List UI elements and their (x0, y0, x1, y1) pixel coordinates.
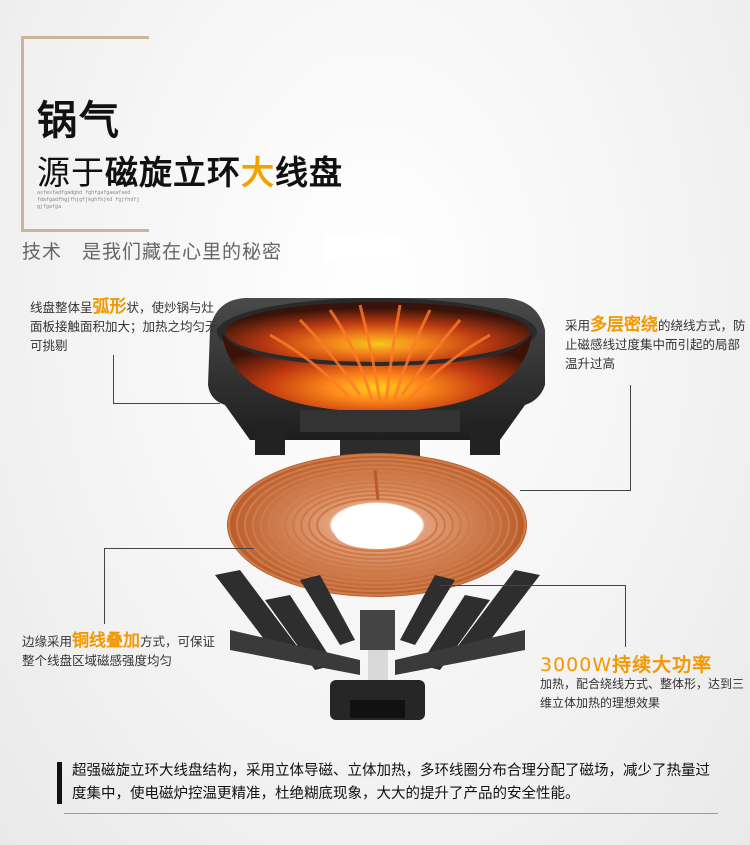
note-bl-post: 方式，可保证整个线盘区域磁感强度均匀 (22, 634, 216, 668)
note-bl-pre: 边缘采用 (22, 634, 73, 649)
connector-bottom-left-h (104, 548, 254, 549)
title-accent: 大 (241, 153, 275, 192)
note-arc-shape: 线盘整体呈弧形状，使炒锅与灶面板接触面积加大；加热之均匀无可挑剔 (30, 298, 220, 355)
connector-top-left-h (113, 403, 220, 404)
page-subtitle-heading: 源于磁旋立环大线盘 (37, 146, 343, 194)
note-bl-highlight: 铜线叠加 (72, 631, 141, 651)
note-tl-highlight: 弧形 (92, 297, 127, 317)
note-tl-pre: 线盘整体呈 (30, 300, 93, 315)
copper-coil (227, 453, 527, 597)
note-tr-post: 的绕线方式，防止磁感线过度集中而引起的局部温升过高 (565, 318, 746, 371)
connector-top-right-v (630, 385, 631, 490)
title-pre: 源于 (37, 153, 105, 192)
note-tl-post: 状，使炒锅与灶面板接触面积加大；加热之均匀无可挑剔 (30, 300, 218, 353)
power-number: 3000W (540, 654, 613, 676)
note-tr-highlight: 多层密绕 (590, 315, 659, 335)
footer-divider (64, 813, 718, 814)
power-label: 持续大功率 (612, 654, 713, 676)
subtitle-white-block (325, 234, 401, 262)
power-headline: 3000W持续大功率 (540, 650, 712, 677)
note-tr-pre: 采用 (565, 318, 591, 333)
note-3d-heating: 加热，配合绕线方式、整体形，达到三维立体加热的理想效果 (540, 677, 745, 710)
connector-top-right-h (520, 490, 631, 491)
page-title: 锅气 (37, 98, 121, 144)
bowl-part (208, 298, 545, 470)
note-multilayer-winding: 采用多层密绕的绕线方式，防止磁感线过度集中而引起的局部温升过高 (565, 316, 750, 373)
title-post: 线盘 (275, 153, 343, 192)
connector-bottom-left-v (104, 548, 105, 624)
title-strong: 磁旋立环 (105, 153, 241, 192)
connector-bottom-right-h (440, 585, 626, 586)
title-frame (21, 36, 149, 232)
tagline: 技术 是我们藏在心里的秘密 (22, 241, 283, 263)
note-copper-overlay: 边缘采用铜线叠加方式，可保证整个线盘区域磁感强度均匀 (22, 632, 227, 670)
decorative-small-text: asfesfadfgadghd fghfgafgaeafaed fdafgadf… (37, 190, 140, 210)
magnet-frame (215, 570, 540, 720)
footer-description: 超强磁旋立环大线盘结构，采用立体导磁、立体加热，多环线圈分布合理分配了磁场，减少… (72, 763, 710, 802)
connector-top-left-v (113, 355, 114, 403)
connector-bottom-right-v (625, 585, 626, 647)
footer-accent-bar (57, 762, 62, 804)
